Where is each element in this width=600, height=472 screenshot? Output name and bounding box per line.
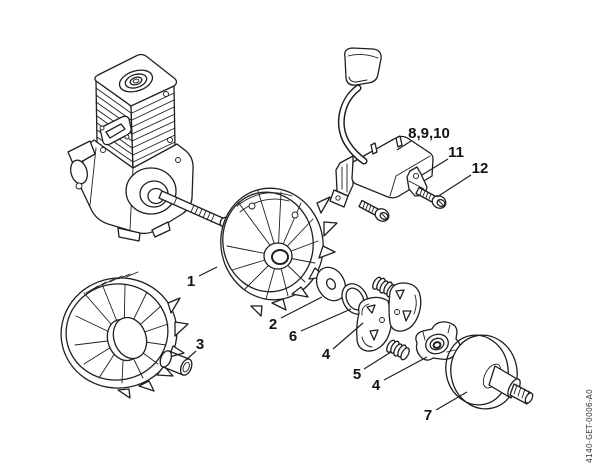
ignition-wire [337, 84, 368, 165]
clutch-hub [415, 321, 461, 361]
washer [315, 266, 347, 302]
callout-6: 6 [289, 308, 352, 345]
callout-label: 12 [472, 160, 489, 177]
callout-3: 3 [185, 336, 204, 361]
clutch-shoes [356, 282, 422, 352]
callout-label: 11 [448, 144, 464, 161]
callout-4b: 4 [372, 356, 428, 394]
callout-7: 7 [424, 391, 468, 424]
callout-label: 1 [187, 273, 195, 290]
callout-label: 3 [196, 336, 204, 353]
crankcase [67, 139, 194, 242]
callout-label: 4 [372, 377, 381, 394]
callout-label: 4 [322, 346, 331, 363]
fan-wheel-fin-tips [117, 297, 189, 399]
screw [358, 199, 390, 222]
fan-wheel [60, 271, 189, 399]
callout-label: 8,9,10 [408, 125, 450, 142]
fan-wheel-grille [85, 271, 139, 294]
clutch-drum [445, 334, 534, 410]
callout-4a: 4 [322, 322, 364, 363]
callout-label: 7 [424, 407, 432, 424]
document-code: 4140-GET-0006-A0 [585, 389, 594, 463]
spark-plug-boot [344, 47, 382, 86]
callout-label: 6 [289, 328, 297, 345]
exhaust-port [99, 115, 132, 146]
callout-2: 2 [269, 296, 323, 333]
clutch-spring-top [372, 276, 396, 298]
callout-11: 11 [421, 144, 464, 176]
bearing-sleeve [159, 350, 193, 376]
callout-8-9-10: 8,9,10 [396, 125, 450, 151]
callouts: 1 2 6 3 4 5 4 7 [185, 125, 489, 424]
flywheel [220, 187, 338, 317]
cooling-fins-right [131, 92, 176, 163]
engine-assembly [67, 53, 229, 242]
clutch-spring-bottom [386, 339, 410, 361]
callout-12: 12 [436, 160, 489, 198]
crankshaft-threads [190, 204, 215, 223]
callout-label: 2 [269, 316, 277, 333]
callout-1: 1 [187, 266, 218, 290]
flywheel-fin-tips [250, 196, 338, 317]
callout-label: 5 [353, 366, 361, 383]
screw [415, 186, 447, 209]
callout-5: 5 [353, 351, 392, 383]
